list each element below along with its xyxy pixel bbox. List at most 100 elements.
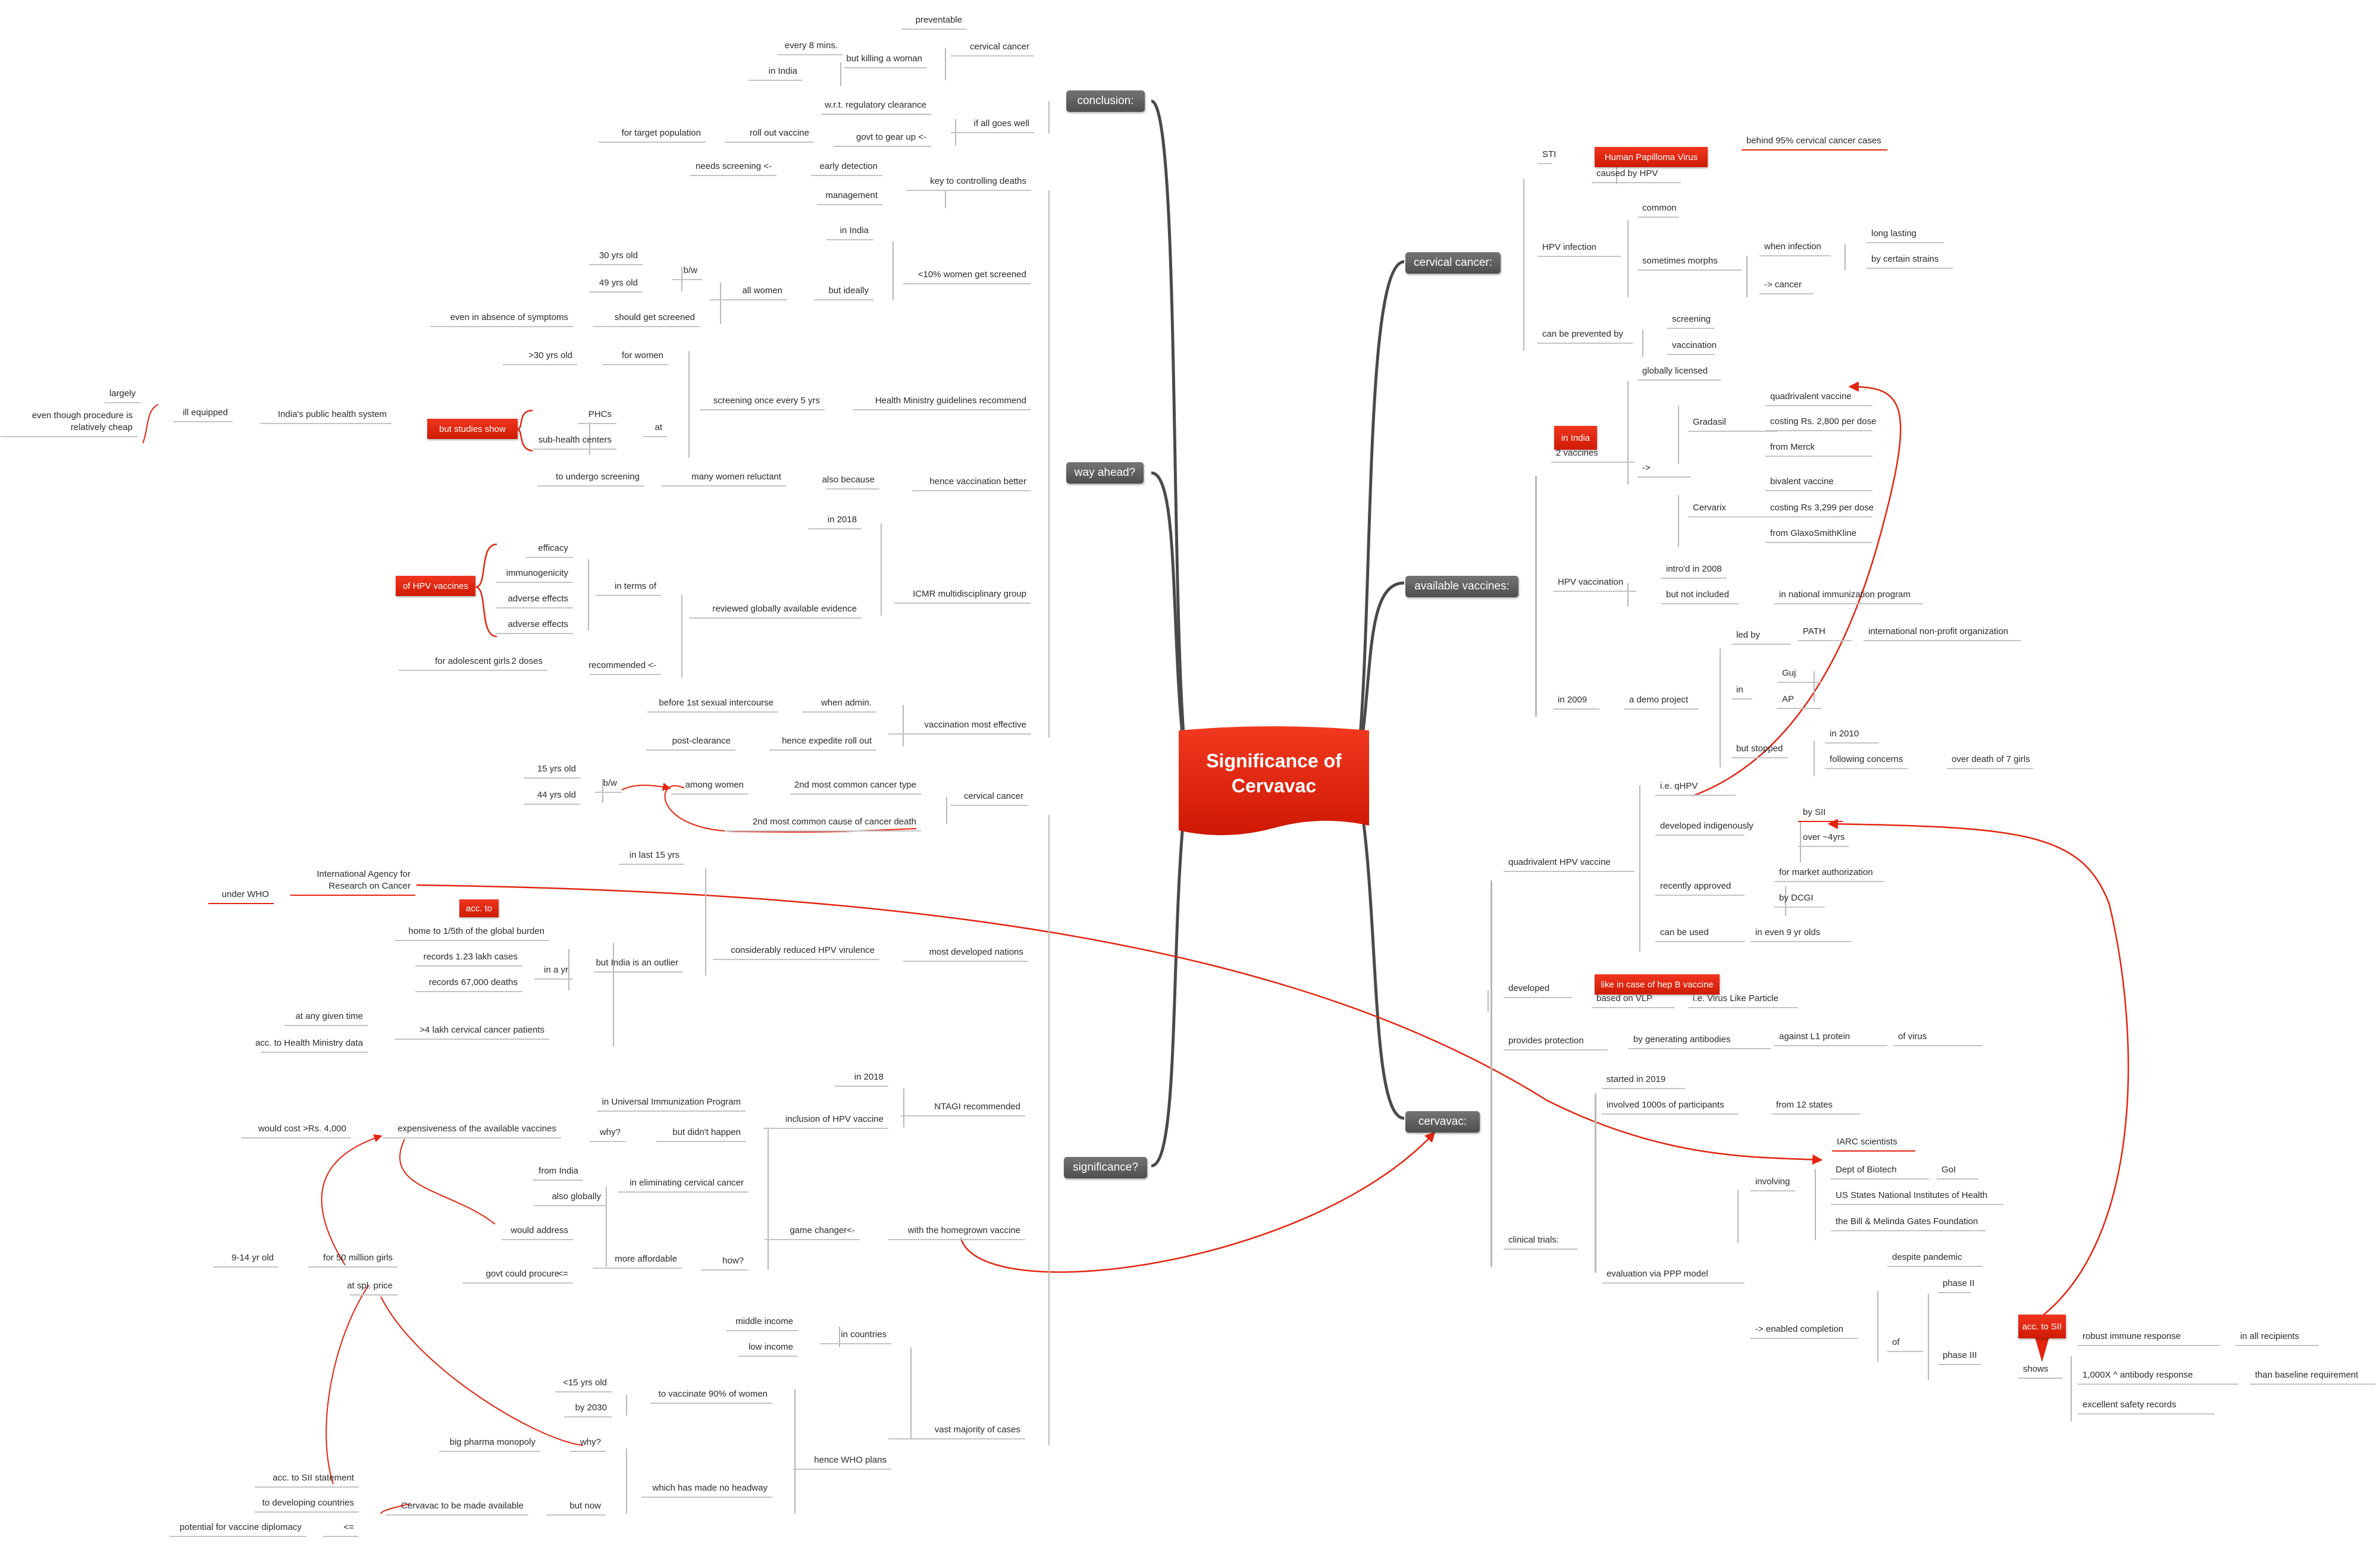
node-label[interactable]: with the homegrown vaccine [907, 1225, 1020, 1235]
node-label[interactable]: in eliminating cervical cancer [630, 1178, 744, 1188]
node-label[interactable]: by DCGI [1779, 893, 1814, 903]
node-label[interactable]: adverse effects [508, 594, 568, 604]
node-label[interactable]: behind 95% cervical cancer cases [1746, 136, 1881, 146]
node-label[interactable]: 44 yrs old [537, 790, 576, 800]
node-label[interactable]: from India [538, 1166, 578, 1176]
node-label[interactable]: in 2010 [1830, 729, 1859, 739]
node-label[interactable]: low income [748, 1342, 793, 1352]
node-label[interactable]: for women [621, 350, 663, 360]
node-label[interactable]: reviewed globally available evidence [712, 604, 857, 614]
node-label[interactable]: ICMR multidisciplinary group [913, 589, 1026, 599]
node-label[interactable]: HPV infection [1542, 242, 1596, 252]
node-label[interactable]: more affordable [615, 1254, 677, 1264]
node-label[interactable]: 15 yrs old [537, 764, 576, 774]
node-label[interactable]: developed indigenously [1660, 821, 1753, 831]
node-label[interactable]: all women [742, 286, 782, 296]
node-label[interactable]: Dept of Biotech [1836, 1165, 1897, 1175]
node-label[interactable]: also because [822, 475, 875, 485]
callout-of-hpv-vaccines[interactable]: of HPV vaccines [396, 576, 475, 596]
node-label[interactable]: vast majority of cases [934, 1425, 1020, 1435]
node-label[interactable]: but not included [1666, 589, 1729, 600]
node-label[interactable]: would address [511, 1225, 568, 1235]
node-label[interactable]: in national immunization program [1779, 589, 1911, 600]
node-label[interactable]: i.e. Virus Like Particle [1693, 993, 1778, 1003]
node-label[interactable]: international non-profit organization [1868, 626, 2009, 636]
node-label[interactable]: middle income [735, 1316, 793, 1326]
node-label[interactable]: by generating antibodies [1633, 1034, 1731, 1045]
node-label[interactable]: many women reluctant [691, 472, 781, 482]
node-label[interactable]: a demo project [1629, 695, 1689, 705]
node-label[interactable]: sometimes morphs [1642, 256, 1718, 266]
node-label[interactable]: phase II [1943, 1278, 1975, 1288]
node-label[interactable]: following concerns [1830, 754, 1903, 764]
node-label[interactable]: every 8 mins. [784, 40, 838, 51]
node-label[interactable]: Guj [1782, 668, 1796, 678]
node-label[interactable]: the Bill & Melinda Gates Foundation [1836, 1216, 1978, 1227]
node-label[interactable]: screening [1672, 314, 1711, 324]
node-label[interactable]: over death of 7 girls [1952, 754, 2030, 764]
node-label[interactable]: of [1892, 1337, 1900, 1347]
node-label[interactable]: in 2018 [854, 1072, 884, 1082]
node-label[interactable]: costing Rs. 2,800 per dose [1770, 416, 1877, 426]
node-label[interactable]: in a yr [544, 965, 568, 975]
node-label[interactable]: but stopped [1736, 744, 1783, 754]
node-label[interactable]: robust immune response [2082, 1331, 2181, 1341]
node-label[interactable]: of virus [1898, 1031, 1927, 1042]
node-label[interactable]: cervical cancer [969, 42, 1029, 52]
node-label[interactable]: International Agency for Research on Can… [317, 869, 411, 891]
node-label[interactable]: records 1.23 lakh cases [423, 952, 518, 962]
node-label[interactable]: NTAGI recommended [934, 1102, 1020, 1112]
node-label[interactable]: cervical cancer [963, 791, 1023, 801]
node-label[interactable]: vaccination [1672, 340, 1717, 350]
node-label[interactable]: over ~4yrs [1803, 832, 1845, 842]
node-label[interactable]: can be used [1660, 927, 1709, 937]
node-label[interactable]: home to 1/5th of the global burden [408, 926, 544, 936]
node-label[interactable]: under WHO [221, 889, 269, 899]
callout-acc-to-sii[interactable]: acc. to SII [2018, 1315, 2066, 1338]
node-label[interactable]: adverse effects [508, 619, 568, 629]
node-label[interactable]: by SII [1803, 807, 1826, 817]
node-label[interactable]: based on VLP [1596, 993, 1653, 1003]
node-label[interactable]: <= [343, 1522, 354, 1532]
branch-way-ahead[interactable]: way ahead? [1066, 462, 1144, 484]
node-label[interactable]: potential for vaccine diplomacy [179, 1522, 302, 1532]
branch-available-vaccines[interactable]: available vaccines: [1405, 576, 1518, 597]
node-label[interactable]: against L1 protein [1779, 1031, 1850, 1042]
node-label[interactable]: quadrivalent vaccine [1770, 391, 1852, 402]
node-label[interactable]: 2nd most common cause of cancer death [752, 817, 916, 827]
node-label[interactable]: key to controlling deaths [930, 176, 1026, 186]
branch-cervavac[interactable]: cervavac: [1405, 1111, 1480, 1133]
callout-acc-to[interactable]: acc. to [459, 899, 499, 917]
node-label[interactable]: developed [1508, 983, 1550, 993]
node-label[interactable]: from 12 states [1776, 1100, 1833, 1110]
node-label[interactable]: 9-14 yr old [231, 1253, 274, 1263]
node-label[interactable]: govt could procure [486, 1269, 559, 1279]
node-label[interactable]: to vaccinate 90% of women [658, 1389, 768, 1399]
node-label[interactable]: even though procedure is relatively chea… [32, 410, 133, 432]
node-label[interactable]: from GlaxoSmithKline [1770, 528, 1857, 538]
node-label[interactable]: to developing countries [262, 1498, 354, 1508]
node-label[interactable]: for 50 million girls [323, 1253, 393, 1263]
branch-significance[interactable]: significance? [1064, 1157, 1147, 1178]
callout-in-india[interactable]: in India [1554, 426, 1597, 450]
node-label[interactable]: costing Rs 3,299 per dose [1770, 503, 1874, 513]
node-label[interactable]: >30 yrs old [528, 350, 572, 360]
node-label[interactable]: IARC scientists [1837, 1137, 1897, 1147]
node-label[interactable]: in India [840, 225, 869, 236]
node-label[interactable]: at any given time [295, 1011, 363, 1021]
node-label[interactable]: Cervarix [1693, 503, 1726, 513]
node-label[interactable]: hence expedite roll out [782, 736, 872, 746]
node-label[interactable]: >4 lakh cervical cancer patients [419, 1025, 544, 1035]
node-label[interactable]: US States National Institutes of Health [1836, 1190, 1988, 1200]
node-label[interactable]: records 67,000 deaths [428, 977, 518, 987]
node-label[interactable]: PATH [1803, 626, 1825, 636]
node-label[interactable]: i.e. qHPV [1660, 781, 1698, 791]
node-label[interactable]: b/w [683, 265, 697, 275]
node-label[interactable]: HPV vaccination [1558, 577, 1624, 587]
node-label[interactable]: started in 2019 [1606, 1074, 1666, 1084]
node-label[interactable]: shows [2023, 1364, 2049, 1374]
node-label[interactable]: Cervavac to be made available [401, 1501, 524, 1511]
node-label[interactable]: recently approved [1660, 881, 1731, 891]
node-label[interactable]: involved 1000s of participants [1606, 1100, 1724, 1110]
node-label[interactable]: should get screened [614, 312, 695, 322]
